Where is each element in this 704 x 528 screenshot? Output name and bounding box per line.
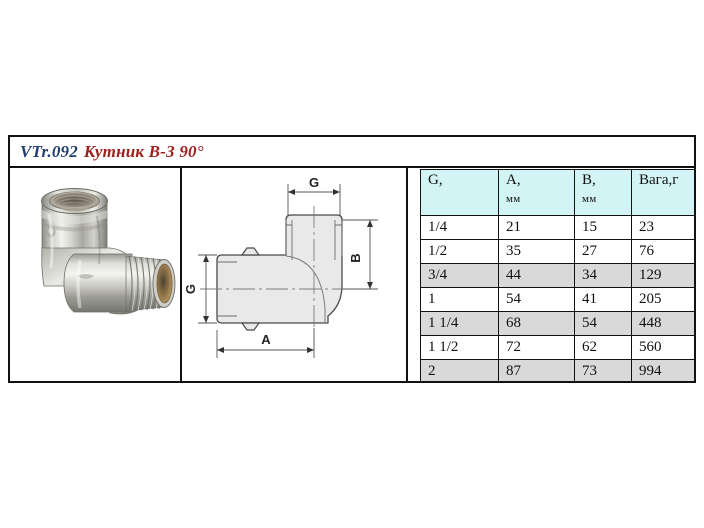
dim-label-right-b: B [348, 253, 363, 262]
cell-a: 21 [498, 215, 575, 240]
specifications-panel: G, A, мм B, мм Вага,г [408, 168, 694, 381]
table-head: G, A, мм B, мм Вага,г [420, 169, 694, 216]
cell-a: 44 [498, 263, 575, 288]
cell-size: 1 1/4 [420, 311, 499, 336]
specifications-table: G, A, мм B, мм Вага,г [420, 169, 694, 381]
title-bar: VTr.092 Кутник В-З 90° [10, 137, 694, 168]
cell-size: 1 [420, 287, 499, 312]
technical-drawing-panel: G [182, 168, 408, 381]
column-header-b-label: B, [582, 172, 596, 188]
cell-weight: 994 [631, 359, 694, 381]
column-header-b-unit: мм [582, 192, 597, 205]
cell-a: 54 [498, 287, 575, 312]
cell-b: 15 [574, 215, 632, 240]
cell-a: 68 [498, 311, 575, 336]
product-photo-panel [10, 168, 182, 381]
cell-a: 87 [498, 359, 575, 381]
column-header-a: A, мм [498, 169, 575, 216]
cell-b: 54 [574, 311, 632, 336]
sheet-body: G [10, 168, 694, 381]
product-code: VTr.092 [20, 141, 78, 161]
column-header-g-label: G, [428, 172, 443, 188]
dim-label-bottom-a: A [261, 332, 271, 347]
cell-size: 1/4 [420, 215, 499, 240]
cell-b: 41 [574, 287, 632, 312]
cell-size: 1 1/2 [420, 335, 499, 360]
cell-weight: 560 [631, 335, 694, 360]
cell-weight: 205 [631, 287, 694, 312]
cell-size: 2 [420, 359, 499, 381]
cell-size: 1/2 [420, 239, 499, 264]
column-header-a-label: A, [506, 172, 521, 188]
column-header-b: B, мм [574, 169, 632, 216]
product-name: Кутник В-З 90° [83, 141, 204, 161]
dim-label-top-g: G [309, 175, 319, 190]
column-header-a-unit: мм [506, 192, 521, 205]
cell-a: 35 [498, 239, 575, 264]
elbow-fitting-photo-graphic [41, 188, 176, 315]
cell-a: 72 [498, 335, 575, 360]
column-header-g: G, [420, 169, 499, 216]
product-datasheet: VTr.092 Кутник В-З 90° [8, 135, 696, 383]
column-header-weight: Вага,г [631, 169, 694, 216]
technical-drawing: G [182, 168, 406, 381]
cell-weight: 448 [631, 311, 694, 336]
cell-b: 62 [574, 335, 632, 360]
cell-weight: 76 [631, 239, 694, 264]
cell-weight: 129 [631, 263, 694, 288]
cell-b: 27 [574, 239, 632, 264]
cell-weight: 23 [631, 215, 694, 240]
product-photo [14, 170, 180, 340]
dim-label-left-g: G [183, 284, 198, 294]
elbow-dimension-drawing: G [183, 175, 378, 358]
cell-size: 3/4 [420, 263, 499, 288]
cell-b: 73 [574, 359, 632, 381]
cell-b: 34 [574, 263, 632, 288]
column-header-weight-label: Вага,г [639, 172, 679, 188]
table-header-row: G, A, мм B, мм Вага,г [420, 169, 694, 216]
